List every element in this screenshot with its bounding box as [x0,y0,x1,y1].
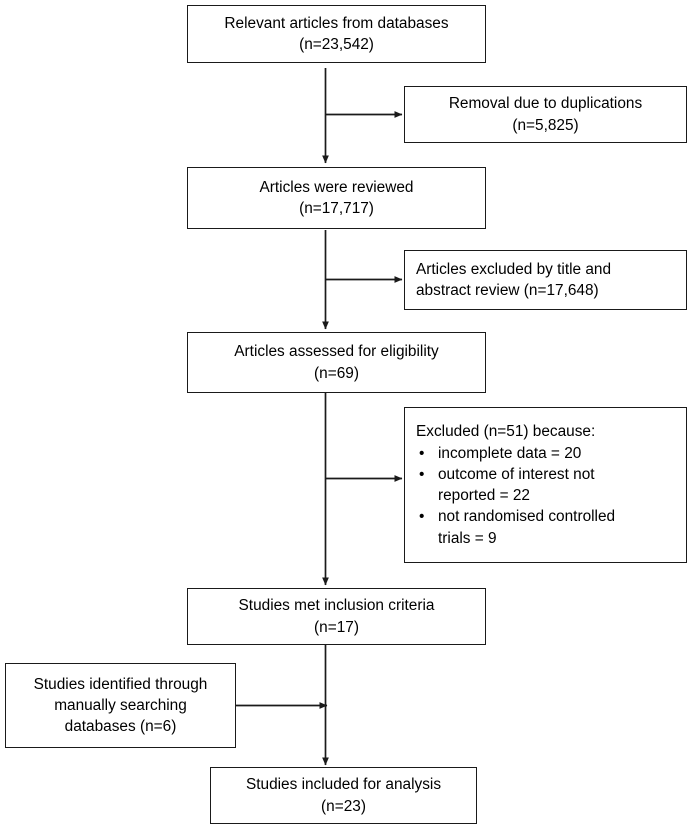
node-line: abstract review (n=17,648) [416,282,599,299]
list-item-line: reported = 22 [438,487,530,504]
node-line: Studies met inclusion criteria [238,597,435,615]
node-included-analysis: Studies included for analysis (n=23) [210,767,477,824]
node-line: (n=5,825) [512,116,579,134]
node-manual-search: Studies identified through manually sear… [5,663,236,748]
list-item-line: outcome of interest not [438,465,595,483]
node-line: manually searching [54,696,187,714]
bullet-dot-icon: • [419,444,425,462]
node-excluded-title-abstract: Articles excluded by title and abstract … [404,250,687,310]
list-item: • not randomised controlled trials = 9 [416,506,680,549]
node-line: Relevant articles from databases [224,14,449,32]
node-articles-reviewed: Articles were reviewed (n=17,717) [187,167,486,229]
node-records-identified: Relevant articles from databases (n=23,5… [187,5,486,63]
list-item-line: trials = 9 [438,529,497,547]
list-item-line: incomplete data = 20 [438,444,582,462]
node-excluded-reasons: Excluded (n=51) because: • incomplete da… [404,407,687,563]
node-line: Studies included for analysis [245,776,442,794]
node-line: (n=69) [314,364,359,382]
node-assessed-eligibility: Articles assessed for eligibility (n=69) [187,332,486,393]
node-duplicates-removed: Removal due to duplications (n=5,825) [404,86,687,143]
node-line: Articles were reviewed [259,178,414,196]
list-item-line: not randomised controlled [438,508,616,526]
node-line: (n=17,717) [299,200,374,217]
bullet-dot-icon: • [419,508,425,526]
node-line: Studies identified through [33,675,208,693]
excluded-reasons-heading: Excluded (n=51) because: [416,423,596,441]
list-item: • outcome of interest not reported = 22 [416,464,680,507]
list-item: • incomplete data = 20 [416,443,680,464]
bullet-dot-icon: • [419,465,425,483]
node-line: databases (n=6) [64,718,177,736]
node-line: (n=23) [321,797,366,815]
node-line: (n=17) [314,618,359,636]
node-line: Articles excluded by title and [416,260,612,278]
node-met-inclusion-criteria: Studies met inclusion criteria (n=17) [187,588,486,645]
node-line: Removal due to duplications [448,95,643,113]
node-line: Articles assessed for eligibility [234,343,439,361]
excluded-reasons-list: • incomplete data = 20 • outcome of inte… [416,443,680,549]
node-line: (n=23,542) [299,36,374,53]
